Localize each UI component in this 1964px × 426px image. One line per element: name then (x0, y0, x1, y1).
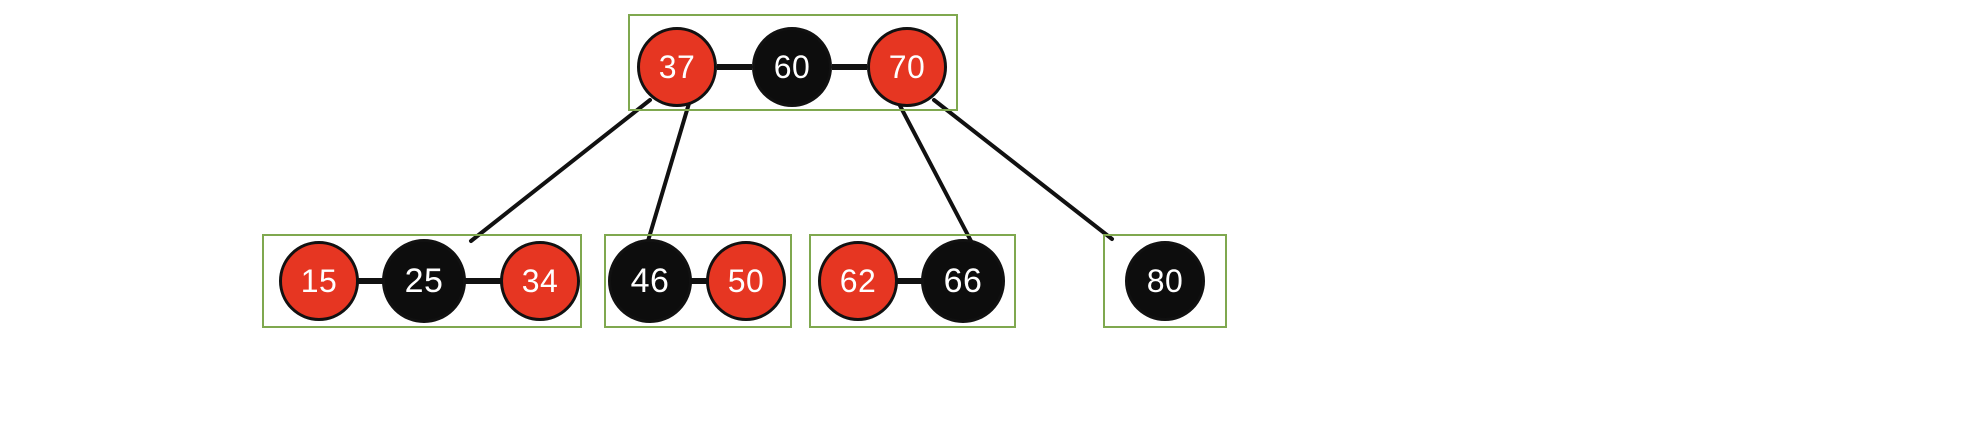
tree-node-60[interactable]: 60 (752, 27, 832, 107)
tree-edge (469, 98, 652, 243)
tree-edge (895, 98, 973, 243)
tree-node-34[interactable]: 34 (500, 241, 580, 321)
tree-node-50[interactable]: 50 (706, 241, 786, 321)
tree-node-group (628, 14, 958, 111)
sibling-link (358, 278, 384, 284)
tree-node-group (262, 234, 582, 328)
tree-node-70[interactable]: 70 (867, 27, 947, 107)
tree-node-label: 37 (658, 49, 696, 85)
sibling-link (717, 64, 752, 70)
tree-node-46[interactable]: 46 (608, 239, 692, 323)
sibling-link (832, 64, 867, 70)
tree-node-62[interactable]: 62 (818, 241, 898, 321)
tree-node-80[interactable]: 80 (1125, 241, 1205, 321)
tree-edge (932, 98, 1114, 241)
tree-node-group (1103, 234, 1227, 328)
tree-node-label: 70 (888, 49, 926, 85)
tree-node-label: 80 (1146, 263, 1184, 299)
tree-node-37[interactable]: 37 (637, 27, 717, 107)
tree-node-group (809, 234, 1016, 328)
tree-node-label: 50 (727, 263, 765, 299)
sibling-link (897, 278, 922, 284)
tree-node-group (604, 234, 792, 328)
tree-node-66[interactable]: 66 (921, 239, 1005, 323)
tree-node-label: 46 (630, 262, 670, 300)
tree-node-label: 66 (943, 262, 983, 300)
tree-edge (646, 98, 692, 243)
tree-node-label: 62 (839, 263, 877, 299)
tree-node-25[interactable]: 25 (382, 239, 466, 323)
sibling-link (465, 278, 501, 284)
tree-node-label: 15 (300, 263, 338, 299)
tree-node-label: 60 (773, 49, 811, 85)
tree-node-label: 25 (404, 262, 444, 300)
tree-node-label: 34 (521, 263, 559, 299)
tree-node-15[interactable]: 15 (279, 241, 359, 321)
sibling-link (691, 278, 707, 284)
